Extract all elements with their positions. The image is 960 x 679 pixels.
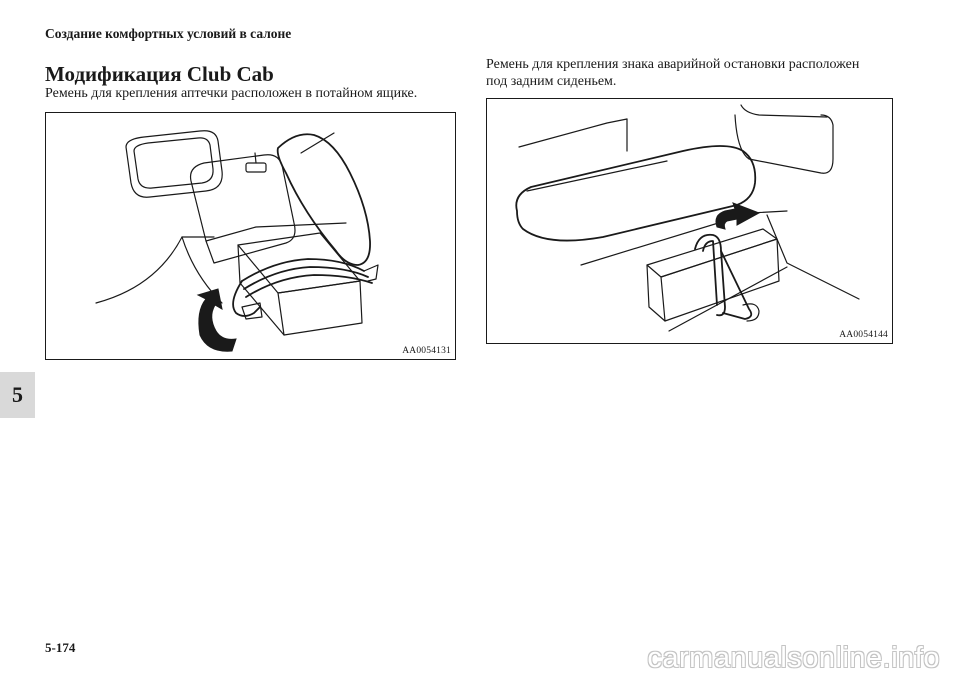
page-number: 5-174	[45, 640, 76, 655]
right-figure-caption: Ремень для крепления знака аварийной ост…	[486, 56, 859, 90]
section-title: Модификация Club Cab	[45, 62, 274, 86]
floor-line	[95, 236, 215, 304]
opened-seat-cushion	[276, 133, 371, 266]
seat-cushion-icon	[515, 145, 757, 242]
rear-window-inner	[133, 137, 214, 189]
page-header: Создание комфортных условий в салоне	[45, 26, 292, 41]
storage-box-front	[277, 280, 363, 336]
cushion-hinge	[300, 132, 335, 154]
strap-loop-inner	[702, 240, 718, 306]
chapter-tab: 5	[0, 372, 35, 418]
seat-back-right	[734, 114, 834, 174]
first-aid-kit-drawing	[95, 130, 379, 352]
right-figure-code: AA0054144	[839, 330, 888, 340]
strap-loop-1	[241, 258, 365, 282]
warning-triangle-illustration: AA0054144	[486, 98, 893, 344]
headrest-post	[254, 152, 257, 164]
strap-band	[720, 250, 753, 320]
compartment-rim	[205, 222, 347, 242]
arrow-icon	[715, 202, 761, 230]
warning-box-front	[660, 238, 780, 322]
warning-triangle-drawing	[515, 104, 860, 332]
cushion-seam	[526, 160, 668, 192]
right-caption-line-2: под задним сиденьем.	[486, 74, 617, 89]
strap-tail	[232, 280, 261, 317]
watermark: carmanualsonline.info	[647, 642, 940, 674]
left-figure-caption: Ремень для крепления аптечки расположен …	[45, 86, 418, 101]
left-figure-code: AA0054131	[402, 346, 451, 356]
floor-line-left	[580, 210, 788, 266]
strap-end	[742, 303, 760, 322]
strap-clip	[363, 264, 379, 282]
curved-arrow-icon	[196, 288, 237, 352]
seat-back-right-top	[740, 104, 828, 118]
strap-loop-2	[243, 266, 369, 290]
raised-seat-back	[189, 154, 296, 264]
seat-back-left	[518, 118, 628, 148]
strap-buckle	[241, 302, 263, 320]
rear-window-frame	[125, 130, 223, 198]
storage-box-side	[237, 244, 285, 336]
strap-loop-3	[245, 274, 373, 298]
seat-buckle	[245, 162, 267, 173]
floor-line-right	[766, 214, 860, 300]
warning-box-end	[646, 264, 666, 322]
right-caption-line-1: Ремень для крепления знака аварийной ост…	[486, 57, 860, 72]
first-aid-kit-illustration: AA0054131	[45, 112, 456, 360]
warning-box-top	[646, 228, 778, 278]
